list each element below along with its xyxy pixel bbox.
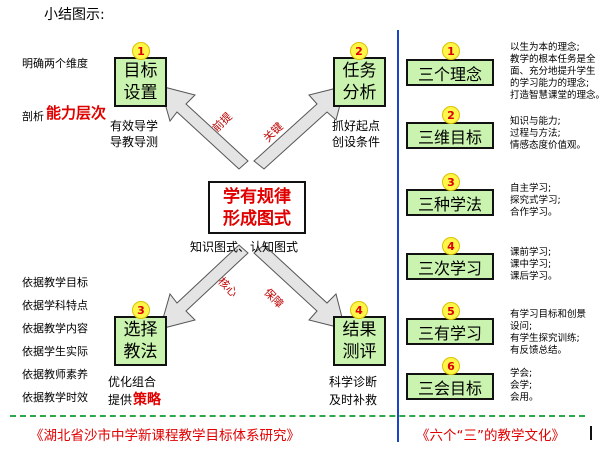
right-item-2-note-3: 情感态度价值观。 — [510, 140, 587, 151]
node-goal-badge: 1 — [132, 42, 150, 60]
center-line2: 形成图式 — [223, 208, 291, 229]
right-item-2-badge: 2 — [442, 106, 460, 124]
task-after-2: 创设条件 — [332, 135, 381, 149]
right-item-1-note-3: 面、充分地提升学生 — [510, 66, 596, 77]
right-item-3-note-1: 自主学习; — [510, 183, 552, 194]
node-task-line1: 任务 — [342, 61, 377, 81]
right-item-5-note-1: 有学习目标和创景 — [510, 309, 587, 320]
right-item-3-label: 三种学法 — [406, 189, 494, 216]
right-item-3-note-2: 探究式学习; — [510, 195, 561, 206]
node-task-badge: 2 — [350, 42, 368, 60]
right-item-4-badge: 4 — [442, 237, 460, 255]
center-caption: 知识图式、认知图式 — [190, 240, 299, 254]
task-after-1: 抓好起点 — [332, 119, 381, 133]
node-eval: 结果 测评 — [333, 316, 386, 366]
eval-after-2: 及时补救 — [329, 393, 378, 407]
right-item-5-notes: 有学习目标和创景 设问; 有学生探究训练; 有反馈总结。 — [510, 309, 586, 357]
right-item-6-note-1: 学会; — [510, 368, 533, 379]
method-note-1: 依据教学目标 — [22, 276, 88, 289]
right-item-3-badge: 3 — [442, 173, 460, 191]
right-item-2-note-1: 知识与能力; — [510, 116, 561, 127]
right-item-1-note-2: 教学的根本任务是全 — [510, 54, 596, 65]
footer-dashed-line — [10, 415, 585, 417]
right-item-4-note-1: 课前学习; — [510, 247, 552, 258]
right-item-5-badge: 5 — [442, 302, 460, 320]
right-item-1-label: 三个理念 — [406, 59, 494, 86]
right-item-5-note-3: 有学生探究训练; — [510, 333, 580, 344]
right-item-2-notes: 知识与能力; 过程与方法; 情感态度价值观。 — [510, 116, 586, 152]
text-cursor — [590, 426, 592, 440]
eval-after-1: 科学诊断 — [329, 375, 378, 389]
right-item-5-note-2: 设问; — [510, 321, 533, 332]
node-method-badge: 3 — [132, 301, 150, 319]
method-note-5: 依据教师素养 — [22, 368, 88, 381]
node-task: 任务 分析 — [333, 57, 386, 107]
goal-note-2: 剖析 — [22, 110, 44, 123]
right-item-1-note-4: 的学习能力的理念; — [510, 78, 590, 89]
arrow-guarantee — [253, 244, 346, 330]
footer-left-title: 《湖北省沙市中学新课程教学目标体系研究》 — [30, 428, 300, 444]
right-item-1-note-1: 以生为本的理念; — [510, 42, 580, 53]
goal-after-2: 导教导测 — [110, 135, 159, 149]
node-eval-line2: 测评 — [342, 342, 377, 362]
right-item-6-notes: 学会; 会学; 会用。 — [510, 368, 539, 404]
right-item-1-note-5: 打造智慧课堂的理念。 — [510, 90, 599, 101]
right-item-3-notes: 自主学习; 探究式学习; 合作学习。 — [510, 183, 561, 219]
method-highlight: 策略 — [133, 392, 161, 408]
node-method: 选择 教法 — [114, 316, 167, 366]
page-heading: 小结图示: — [44, 7, 105, 23]
arrow-core — [159, 244, 249, 330]
goal-note-1: 明确两个维度 — [22, 57, 88, 70]
right-item-5-label: 三有学习 — [406, 318, 494, 345]
node-method-line1: 选择 — [123, 320, 158, 340]
right-item-2-label: 三维目标 — [406, 122, 494, 149]
center-box: 学有规律 形成图式 — [208, 181, 306, 234]
method-note-3: 依据教学内容 — [22, 322, 88, 335]
method-after-1: 优化组合 — [108, 375, 157, 389]
right-item-4-note-2: 课中学习; — [510, 259, 552, 270]
node-task-line2: 分析 — [342, 83, 377, 103]
goal-highlight: 能力层次 — [46, 104, 107, 122]
goal-after-1: 有效导学 — [110, 119, 159, 133]
right-item-6-badge: 6 — [442, 357, 460, 375]
center-line1: 学有规律 — [223, 186, 291, 207]
right-item-3-note-3: 合作学习。 — [510, 207, 558, 218]
method-note-4: 依据学生实际 — [22, 345, 88, 358]
vertical-divider — [397, 30, 399, 442]
right-item-6-note-3: 会用。 — [510, 392, 539, 403]
right-item-4-note-3: 课后学习。 — [510, 271, 558, 282]
right-item-6-note-2: 会学; — [510, 380, 533, 391]
right-item-5-note-4: 有反馈总结。 — [510, 345, 568, 356]
node-goal-line1: 目标 — [123, 61, 158, 81]
node-eval-line1: 结果 — [342, 320, 377, 340]
node-eval-badge: 4 — [350, 301, 368, 319]
method-note-2: 依据学科特点 — [22, 299, 88, 312]
method-note-6: 依据教学时效 — [22, 391, 88, 404]
right-item-4-notes: 课前学习; 课中学习; 课后学习。 — [510, 247, 558, 283]
right-item-2-note-2: 过程与方法; — [510, 128, 561, 139]
node-goal: 目标 设置 — [114, 57, 167, 107]
method-after-2: 提供 — [108, 393, 133, 407]
node-method-line2: 教法 — [123, 342, 158, 362]
right-item-4-label: 三次学习 — [406, 253, 494, 280]
node-goal-line2: 设置 — [123, 83, 158, 103]
arrow-premise — [159, 85, 249, 170]
right-item-6-label: 三会目标 — [406, 373, 494, 400]
right-item-1-notes: 以生为本的理念; 教学的根本任务是全 面、充分地提升学生 的学习能力的理念; 打… — [510, 42, 599, 102]
right-item-1-badge: 1 — [442, 42, 460, 60]
footer-right-title: 《六个“三”的教学文化》 — [416, 428, 565, 444]
